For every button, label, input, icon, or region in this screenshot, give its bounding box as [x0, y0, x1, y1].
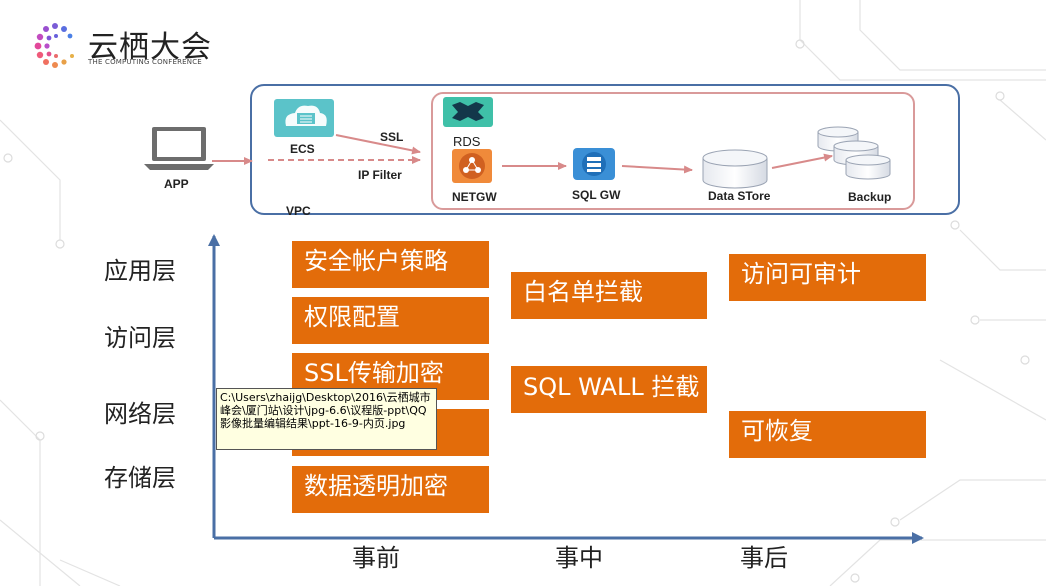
datastore-cylinder-icon: [702, 149, 768, 189]
arrow-ecs-ssl: [335, 134, 421, 155]
box-recoverable-text: 可恢复: [741, 417, 813, 445]
datastore-label: Data STore: [708, 189, 771, 203]
rds-label: RDS: [453, 134, 481, 149]
ip-filter-label: IP Filter: [358, 168, 402, 182]
box-recoverable: 可恢复: [729, 411, 926, 458]
box-ssl-encryption-text: SSL传输加密: [304, 359, 444, 387]
phase-label-after: 事后: [740, 544, 788, 572]
ecs-label: ECS: [290, 142, 315, 156]
box-account-policy: 安全帐户策略: [292, 241, 489, 288]
netgw-label: NETGW: [452, 190, 497, 204]
axes: [208, 234, 924, 544]
layer-label-application: 应用层: [104, 257, 176, 285]
layer-label-access: 访问层: [104, 324, 176, 352]
box-sql-wall: SQL WALL 拦截: [511, 366, 707, 413]
box-sql-wall-text: SQL WALL 拦截: [523, 373, 700, 401]
ssl-label: SSL: [380, 130, 404, 144]
logo-subtitle: THE COMPUTING CONFERENCE: [88, 58, 202, 66]
file-path-tooltip: C:\Users\zhaijg\Desktop\2016\云栖城市峰会\厦门站\…: [216, 388, 437, 450]
ecs-cloud-icon: [274, 99, 334, 137]
laptop-icon: [144, 127, 214, 170]
sql-gateway-icon: [573, 148, 615, 180]
box-whitelist-block: 白名单拦截: [511, 272, 707, 319]
backup-label: Backup: [848, 190, 892, 204]
backup-cylinders-icon: [817, 126, 891, 180]
vpc-label: VPC: [286, 204, 311, 218]
sqlgw-label: SQL GW: [572, 188, 621, 202]
logo-title: 云栖大会: [88, 30, 212, 65]
netgw-icon: [452, 149, 492, 183]
vpc-container: [250, 84, 960, 215]
layer-label-network: 网络层: [104, 400, 176, 428]
rds-icon: [443, 97, 493, 127]
phase-label-during: 事中: [555, 544, 603, 572]
box-whitelist-block-text: 白名单拦截: [523, 278, 643, 306]
box-permission-config-text: 权限配置: [304, 303, 400, 331]
phase-label-before: 事前: [352, 544, 400, 572]
box-access-audit-text: 访问可审计: [741, 260, 861, 288]
box-data-encryption: 数据透明加密: [292, 466, 489, 513]
flow-arrows: [212, 134, 833, 174]
box-account-policy-text: 安全帐户策略: [304, 247, 448, 275]
arrow-datastore-to-backup: [771, 153, 833, 169]
logo-mark-icon: [34, 23, 74, 68]
layer-label-storage: 存储层: [104, 464, 176, 492]
arrow-sqlgw-to-datastore: [621, 165, 693, 174]
conference-logo: 云栖大会 THE COMPUTING CONFERENCE: [30, 20, 230, 70]
box-data-encryption-text: 数据透明加密: [304, 472, 448, 500]
app-label: APP: [164, 177, 189, 191]
rds-container: [431, 92, 915, 210]
box-access-audit: 访问可审计: [729, 254, 926, 301]
box-permission-config: 权限配置: [292, 297, 489, 344]
